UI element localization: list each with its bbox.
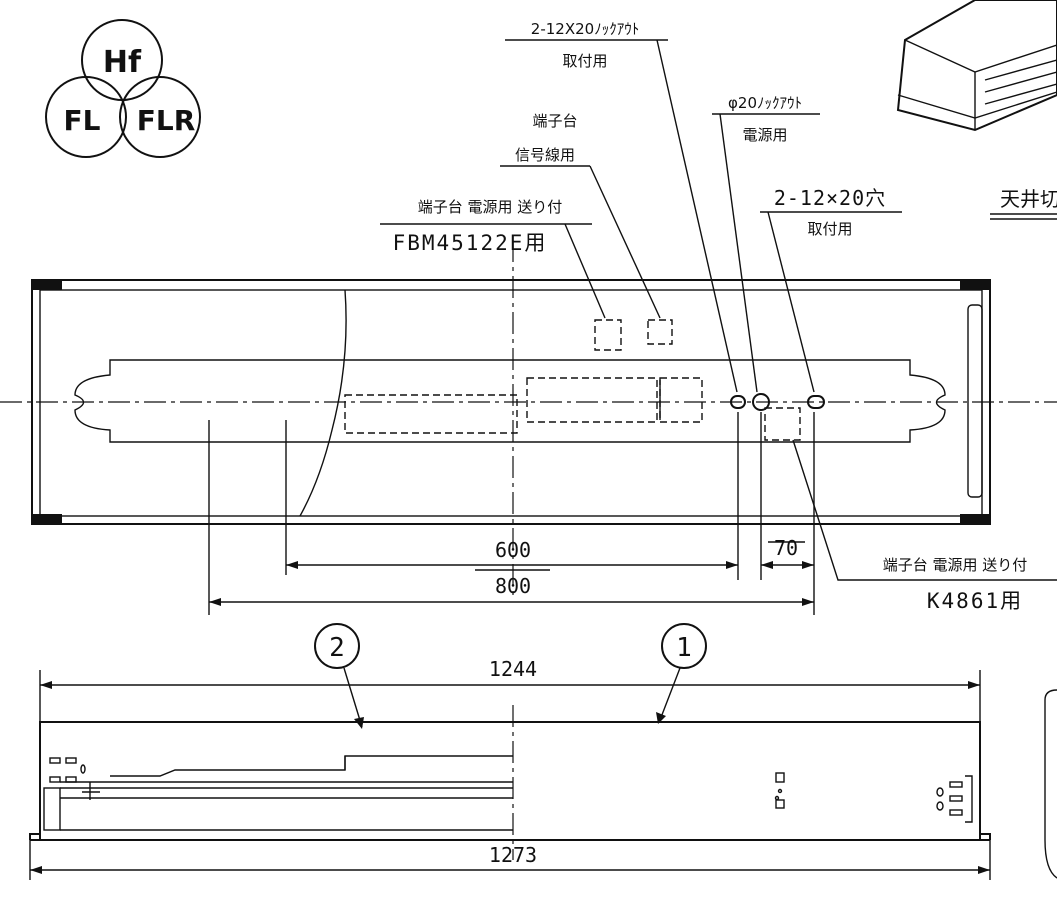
right-hole-2 [936, 801, 944, 811]
lamp-socket-left [43, 787, 61, 831]
callout-2-text: 2 [329, 633, 345, 663]
leader-knockout-phi20 [719, 113, 758, 393]
leader-signal [589, 165, 661, 319]
dim-800-text: 800 [495, 574, 531, 598]
end-cap-right [967, 304, 983, 498]
center-dot-2 [774, 795, 780, 801]
logo-hf-text: Hf [103, 45, 142, 80]
plan-inner-frame [39, 289, 983, 517]
corner-br [960, 514, 990, 524]
left-slot-1 [49, 757, 61, 764]
label-for-power-1: 電源用 [742, 126, 787, 144]
corner-tl [32, 280, 62, 290]
side-flange-right [980, 833, 991, 840]
arrow-1244-r [968, 681, 980, 689]
leader-callout-2 [343, 667, 363, 728]
terminal-block-k4861 [764, 407, 801, 441]
terminal-block-signal [647, 319, 673, 345]
label-for-mounting-1: 取付用 [562, 52, 607, 70]
corner-tr [960, 280, 990, 290]
arrow-70-l [761, 561, 773, 569]
mounting-hole-right [807, 395, 825, 409]
isometric-fixture [896, 0, 1057, 132]
knockout-phi20-hole [752, 393, 770, 411]
label-knockout-2-12x20: 2-12X20ﾉｯｸｱｳﾄ [531, 20, 639, 38]
arrow-1273-r [978, 866, 990, 874]
side-flange-left [29, 833, 40, 840]
iso-edge-2 [904, 39, 1057, 73]
leader-k4861 [792, 439, 848, 581]
label-model-fbm: FBM45122E用 [393, 231, 548, 255]
arrow-600-r [726, 561, 738, 569]
top-annotations: 2-12X20ﾉｯｸｱｳﾄ 取付用 端子台 信号線用 φ20ﾉｯｸｱｳﾄ 電源用… [380, 20, 1057, 255]
connector-box [659, 377, 703, 423]
iso-louver-1 [984, 59, 1057, 81]
iso-louver-3 [984, 83, 1057, 105]
right-slot-2 [949, 795, 963, 802]
center-dot-1 [777, 788, 783, 794]
arrow-800-l [209, 598, 221, 606]
knockout-slot-left [730, 395, 746, 409]
label-model-k4861: K4861用 [927, 589, 1023, 613]
plan-dimensions: 600 70 800 端子台 電源用 送り付 K4861用 [208, 412, 1057, 615]
logo-fl-text: FL [64, 104, 101, 137]
dim-600-text: 600 [495, 538, 531, 562]
right-slot-1 [949, 781, 963, 788]
callout-1-text: 1 [676, 633, 692, 663]
logo-circle-left [45, 76, 127, 158]
label-ceiling-cut: 天井切 [1000, 187, 1057, 211]
logo-flr-text: FLR [137, 104, 196, 137]
label-terminal-block-a: 端子台 [532, 112, 577, 130]
side-cutaway-top [110, 755, 513, 777]
right-slot-3 [949, 809, 963, 816]
dim-1244-text: 1244 [489, 657, 537, 681]
break-line [299, 289, 347, 517]
callouts: 2 1 [314, 623, 707, 729]
label-terminal-power-feed-2: 端子台 電源用 送り付 [883, 556, 1028, 574]
plan-view [0, 39, 1057, 600]
logo-circle-right [119, 76, 201, 158]
right-hole-1 [936, 787, 944, 797]
iso-body [896, 0, 1057, 132]
ballast-right [526, 377, 658, 423]
left-slot-2 [65, 757, 77, 764]
label-terminal-power-feed-1: 端子台 電源用 送り付 [418, 198, 563, 216]
arrow-600-l [286, 561, 298, 569]
callout-2-circle [314, 623, 360, 669]
label-holes-2-12x20: 2-12×20穴 [774, 186, 886, 210]
end-view-partial [1044, 689, 1057, 879]
center-slot-2 [775, 799, 785, 809]
iso-louver-2 [984, 71, 1057, 93]
leader-holes [767, 211, 815, 393]
right-end-bracket [965, 775, 973, 823]
corner-bl [32, 514, 62, 524]
leader-fbm [564, 223, 606, 319]
plan-channel [74, 359, 946, 443]
certification-logo: Hf FL FLR [45, 19, 201, 158]
arrow-1244-l [40, 681, 52, 689]
callout-1-circle [661, 623, 707, 669]
side-view: 1244 [29, 657, 1057, 880]
dim-70-text: 70 [774, 536, 798, 560]
leader-knockout-2-12x20 [656, 39, 738, 393]
side-body [39, 721, 981, 841]
left-slot-3 [49, 776, 61, 783]
terminal-block-fbm [594, 319, 622, 351]
label-for-mounting-2: 取付用 [807, 220, 852, 238]
arrow-70-r [802, 561, 814, 569]
dim-1273-text: 1273 [489, 843, 537, 867]
arrow-800-r [802, 598, 814, 606]
ballast-left [344, 394, 518, 434]
label-knockout-phi20: φ20ﾉｯｸｱｳﾄ [728, 94, 802, 112]
leader-callout-1 [659, 667, 681, 721]
arrow-1273-l [30, 866, 42, 874]
center-slot-1 [775, 772, 785, 783]
left-slot-4 [65, 776, 77, 783]
left-hole [80, 764, 86, 774]
label-for-signal-wire: 信号線用 [515, 146, 575, 164]
